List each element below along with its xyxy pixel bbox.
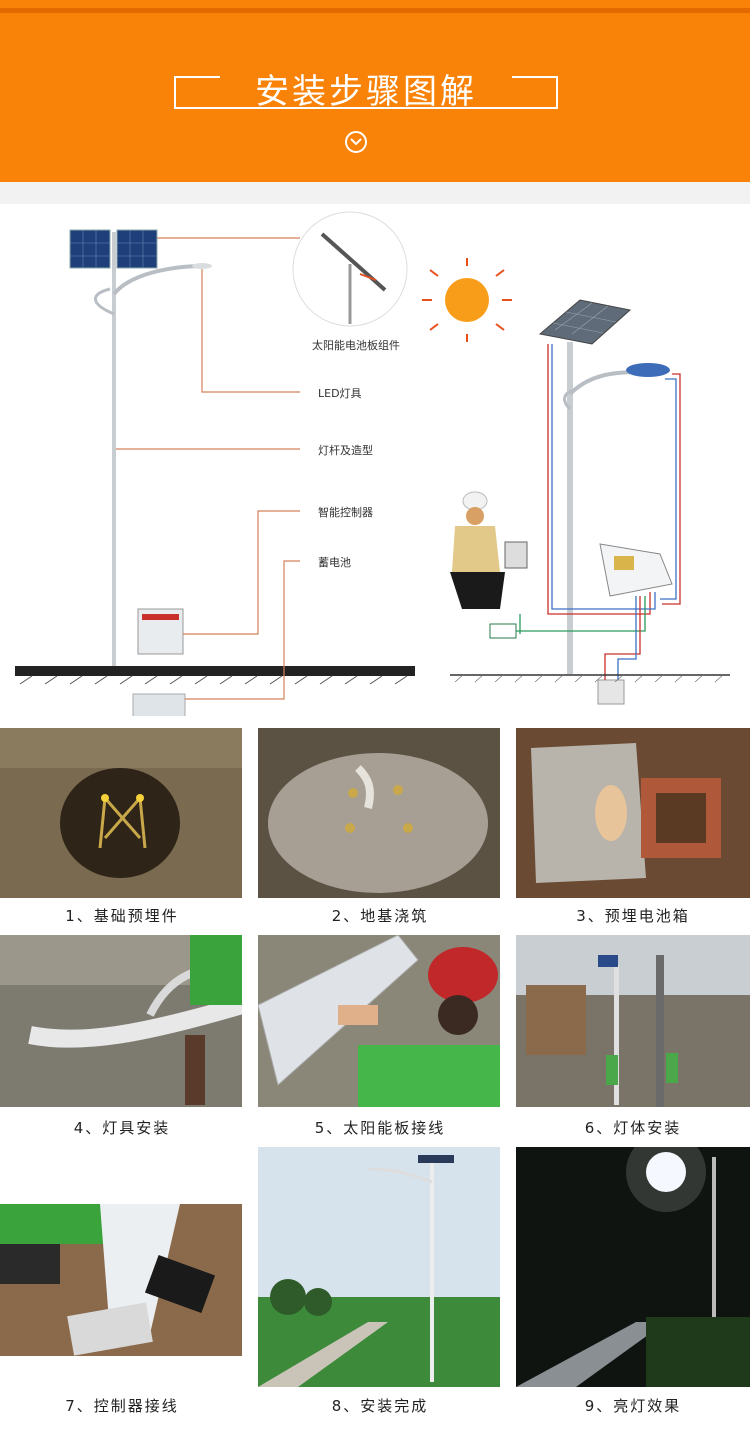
photo-complete [258,1147,500,1387]
photo-controller-wiring [0,1204,242,1356]
caption-step-2: 2、地基浇筑 [331,907,429,925]
caption-step-3: 3、预埋电池箱 [576,907,690,925]
photo-lighting [516,1147,750,1387]
right-solar-pole [489,299,673,705]
caption-step-9: 9、亮灯效果 [584,1397,682,1415]
caption-step-8: 8、安装完成 [331,1397,429,1415]
caption-step-6: 6、灯体安装 [584,1119,682,1137]
photo-pole-install [516,935,750,1107]
header-banner: 安装步骤图解 [0,0,750,182]
title-frame: 安装步骤图解 [174,62,558,112]
chevron-down-icon[interactable] [345,131,367,153]
caption-step-7: 7、控制器接线 [65,1397,179,1415]
caption-step-4: 4、灯具安装 [73,1119,171,1137]
label-battery: 蓄电池 [318,556,351,569]
worker-figure [450,491,528,609]
label-solar-panel: 太阳能电池板组件 [312,339,400,352]
page-title: 安装步骤图解 [255,72,477,112]
header-top-line [0,8,750,13]
left-solar-pole [69,229,212,721]
installation-diagram: 太阳能电池板组件 LED灯具 灯杆及造型 智能控制器 蓄电池 [0,204,750,721]
photo-battery-box [516,728,750,898]
label-controller: 智能控制器 [318,506,373,519]
photo-panel-wiring [258,935,500,1107]
caption-step-1: 1、基础预埋件 [65,907,179,925]
photo-lamp-install [0,935,242,1107]
label-led-lamp: LED灯具 [318,387,362,400]
label-pole: 灯杆及造型 [318,444,373,457]
caption-step-5: 5、太阳能板接线 [314,1119,446,1137]
street-light-diagram [15,211,730,721]
photo-concrete [258,728,500,898]
photo-foundation [0,728,242,898]
sun-icon [422,258,512,342]
section-separator [0,182,750,204]
